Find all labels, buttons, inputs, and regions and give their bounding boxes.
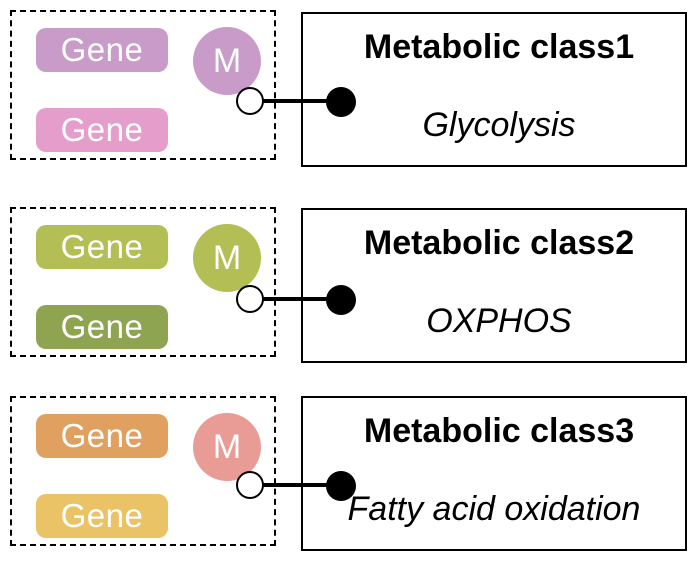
class-title: Metabolic class2 bbox=[363, 224, 635, 262]
metabolite-circle: M bbox=[193, 27, 261, 95]
metabolic-class-box: Metabolic class2 OXPHOS bbox=[301, 208, 687, 363]
metabolite-circle: M bbox=[193, 413, 261, 481]
connector-line bbox=[262, 297, 344, 301]
open-circle-connector bbox=[236, 285, 264, 313]
class-subtitle: OXPHOS bbox=[426, 302, 572, 340]
connector-line bbox=[262, 483, 344, 487]
gene-pill-top: Gene bbox=[36, 414, 168, 458]
gene-group-box: Gene Gene M bbox=[10, 396, 276, 546]
metabolic-class-box: Metabolic class1 Glycolysis bbox=[301, 12, 687, 167]
gene-group-box: Gene Gene M bbox=[10, 10, 276, 160]
metabolic-class-box: Metabolic class3 Fatty acid oxidation bbox=[301, 396, 687, 551]
metabolic-row-1: Gene Gene M Metabolic class1 Glycolysis bbox=[0, 0, 695, 175]
class-title: Metabolic class3 bbox=[363, 412, 635, 450]
gene-pill-bottom: Gene bbox=[36, 108, 168, 152]
gene-pill-top: Gene bbox=[36, 28, 168, 72]
gene-pill-bottom: Gene bbox=[36, 305, 168, 349]
metabolic-row-3: Gene Gene M Metabolic class3 Fatty acid … bbox=[0, 384, 695, 559]
class-subtitle: Fatty acid oxidation bbox=[347, 490, 641, 528]
open-circle-connector bbox=[236, 87, 264, 115]
connector-line bbox=[262, 99, 344, 103]
metabolic-row-2: Gene Gene M Metabolic class2 OXPHOS bbox=[0, 198, 695, 373]
filled-circle-connector bbox=[326, 285, 356, 315]
gene-group-box: Gene Gene M bbox=[10, 207, 276, 357]
gene-pill-top: Gene bbox=[36, 225, 168, 269]
filled-circle-connector bbox=[326, 471, 356, 501]
open-circle-connector bbox=[236, 471, 264, 499]
gene-pill-bottom: Gene bbox=[36, 494, 168, 538]
filled-circle-connector bbox=[326, 87, 356, 117]
class-title: Metabolic class1 bbox=[363, 28, 635, 66]
class-subtitle: Glycolysis bbox=[422, 106, 576, 144]
metabolite-circle: M bbox=[193, 224, 261, 292]
